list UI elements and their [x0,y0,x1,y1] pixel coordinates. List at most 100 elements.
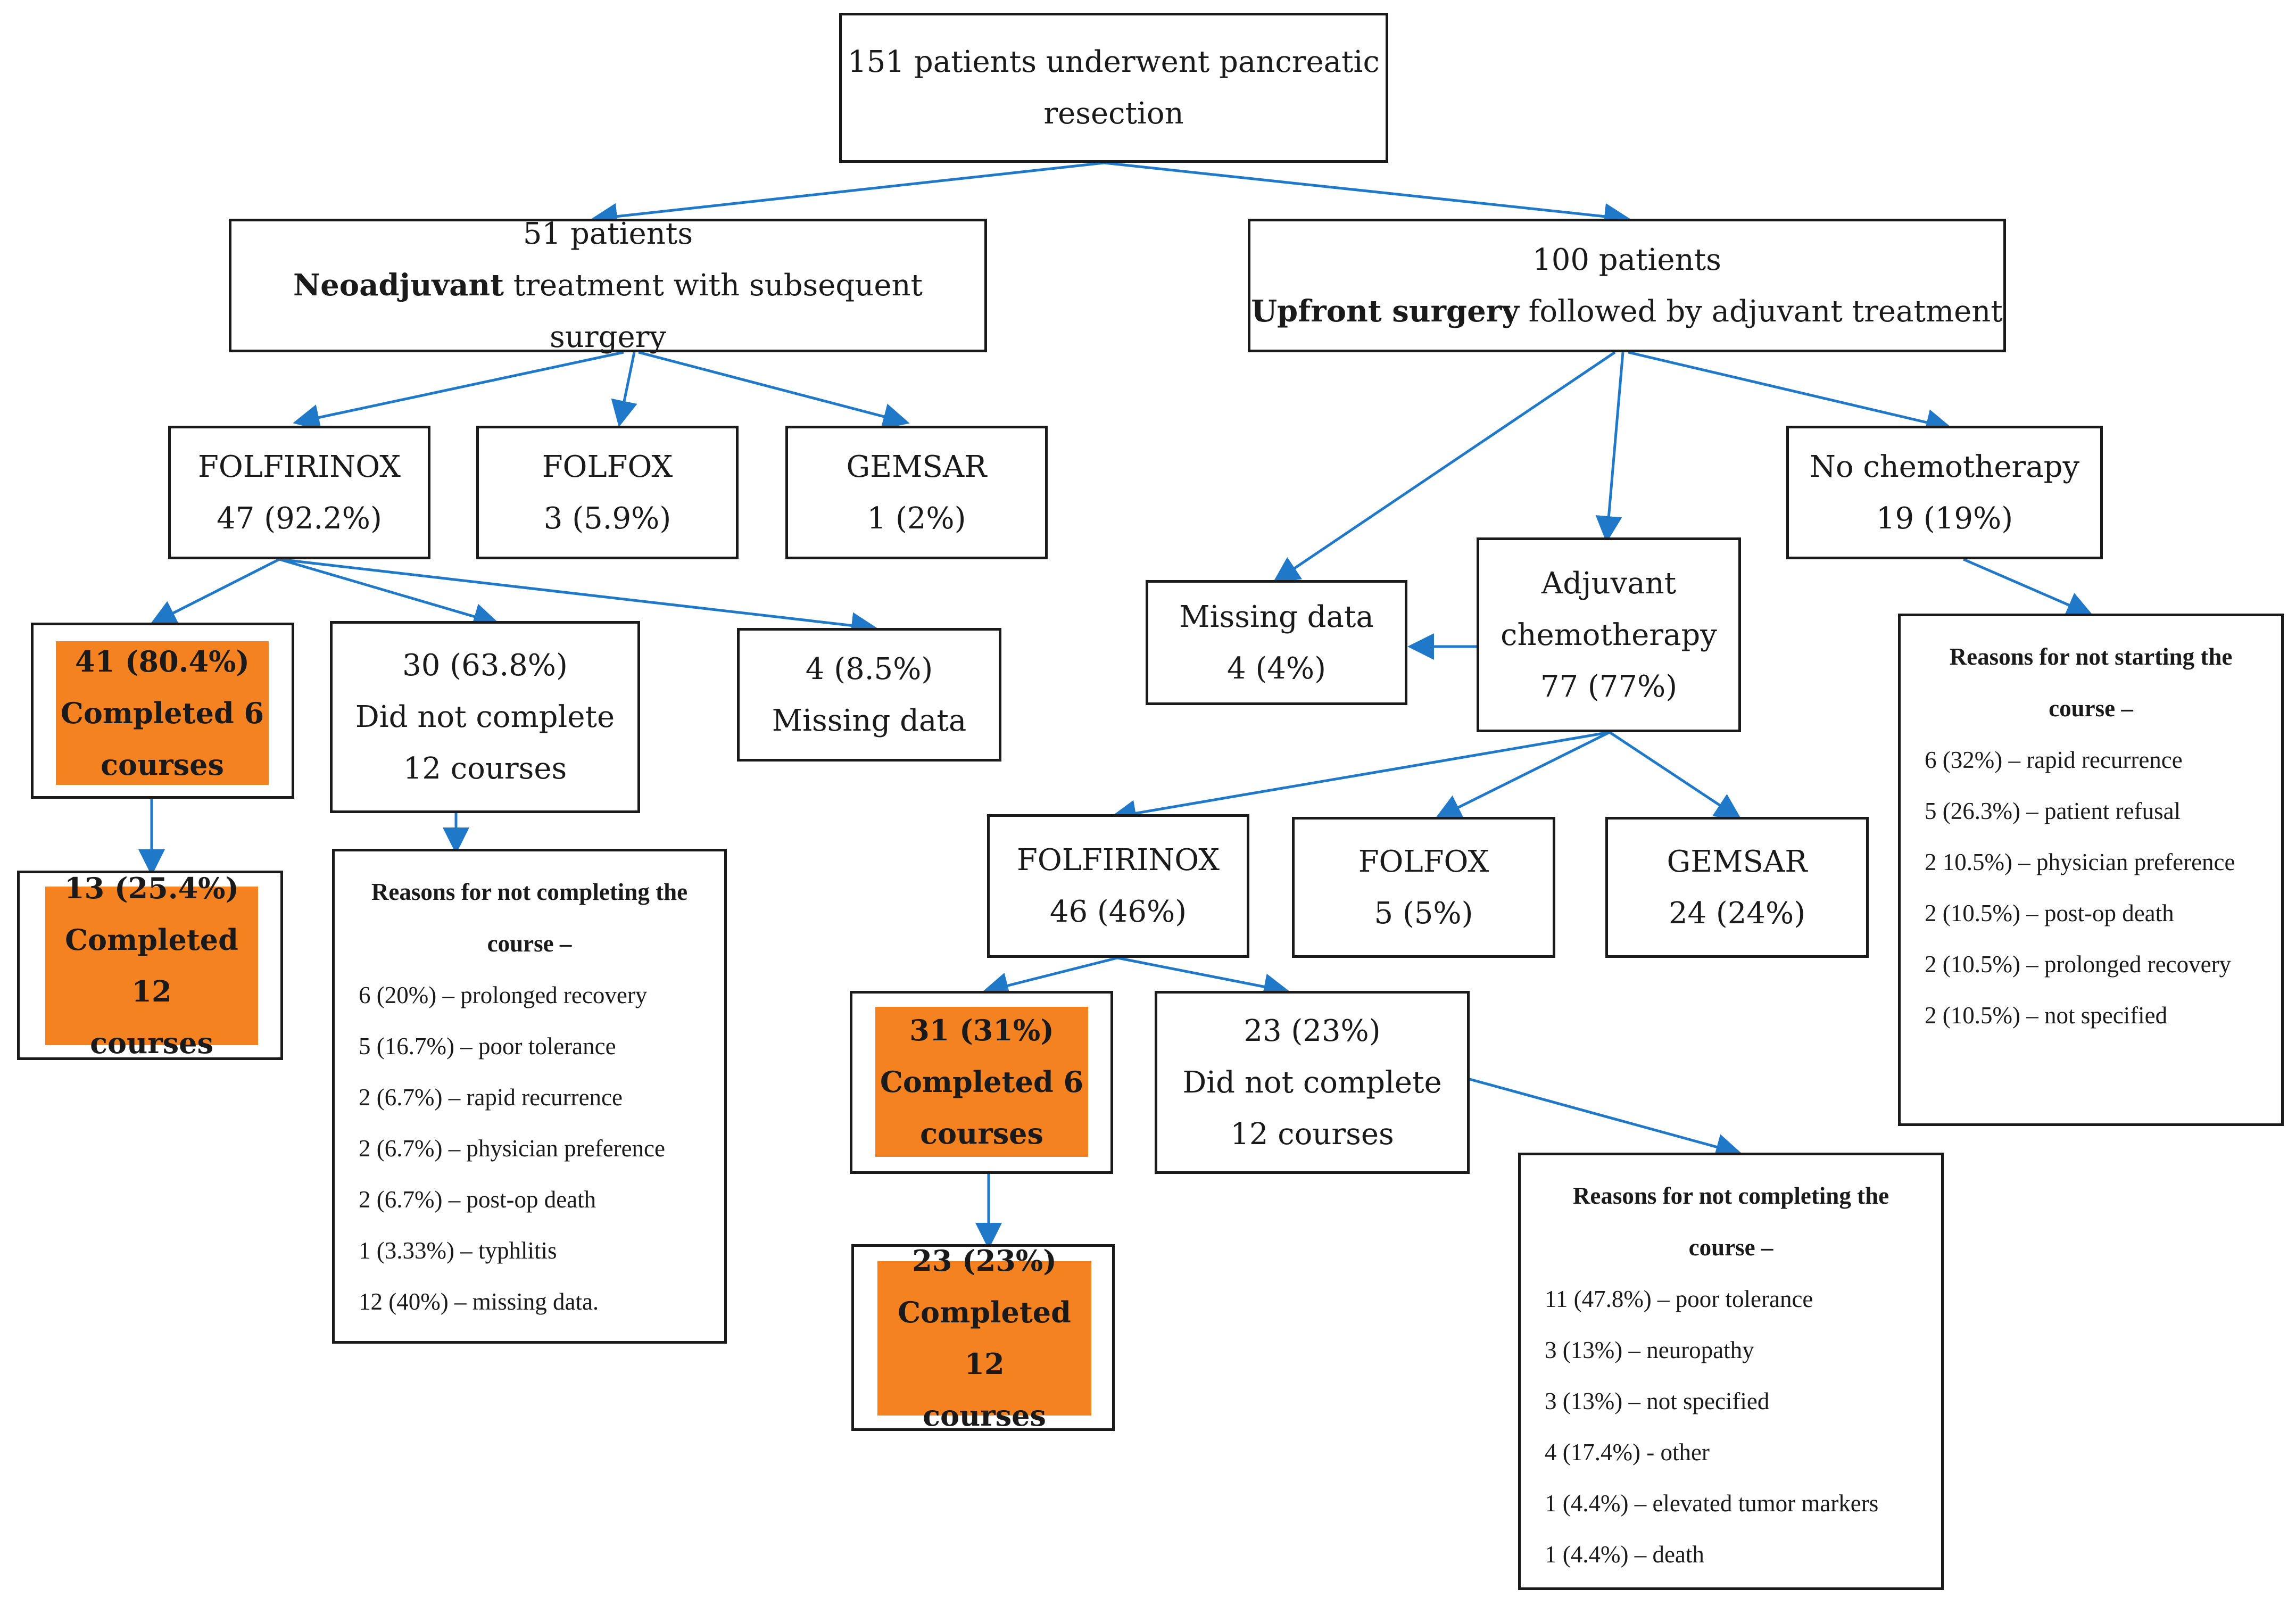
neoadjuvant-description: Neoadjuvant treatment with subsequent su… [231,260,984,363]
nochemo-reason-item: 2 (10.5%) – not specified [1925,1002,2168,1029]
adj-reason-item: 1 (4.4%) – elevated tumor markers [1545,1490,1879,1517]
adj-reasons-title-line2: course – [1688,1234,1773,1261]
adj-completed12-label: Completed 12 [898,1295,1071,1381]
adj-completed6-frame: 31 (31%) Completed 6 courses [850,991,1113,1174]
no-chemo-box: No chemotherapy 19 (19%) [1786,426,2103,559]
neo-completed6-box: 41 (80.4%) Completed 6 courses [56,641,269,785]
nochemo-reason-item: 5 (26.3%) – patient refusal [1925,798,2181,824]
adj-notcomplete-label: Did not complete [1182,1065,1442,1100]
arrow-root-to-upfront [1104,161,1631,230]
adj-folfirinox-value: 46 (46%) [1049,895,1187,929]
upfront-rest: followed by adjuvant treatment [1519,294,2003,329]
neo-gemsar-box: GEMSAR 1 (2%) [785,426,1048,559]
neo-gemsar-value: 1 (2%) [867,501,966,536]
adj-reasons-title-line1: Reasons for not completing the [1572,1182,1889,1209]
arrow-adjuvant-to-folfirinox [1109,731,1610,826]
adj-completed12-box: 23 (23%) Completed 12 courses [877,1244,1091,1433]
arrow-adjuvant-to-gemsar [1609,731,1742,820]
adjuvant-chemo-line2: chemotherapy [1501,617,1717,652]
neo-reason-item: 12 (40%) – missing data. [359,1288,599,1315]
neo-reasons-title-line1: Reasons for not completing the [371,879,688,905]
neo-reason-item: 2 (6.7%) – physician preference [359,1135,665,1162]
adjuvant-chemo-box: Adjuvant chemotherapy 77 (77%) [1477,537,1741,732]
adj-notcomplete-unit: 12 courses [1230,1116,1394,1152]
neoadjuvant-rest: treatment with subsequent surgery [503,268,923,354]
adj-completed6-count: 31 (31%) [909,1013,1054,1047]
nochemo-reason-item: 6 (32%) – rapid recurrence [1925,747,2183,773]
neo-folfox-box: FOLFOX 3 (5.9%) [476,426,739,559]
adj-completed12-count: 23 (23%) [912,1244,1057,1278]
neo-reason-item: 1 (3.33%) – typhlitis [359,1237,557,1264]
nochemo-reasons-title-line1: Reasons for not starting the [1949,643,2233,670]
neo-missing-box: 4 (8.5%) Missing data [737,628,1001,762]
neo-reasons-box: Reasons for not completing the course – … [332,849,727,1344]
no-chemo-label: No chemotherapy [1809,449,2080,484]
neo-completed12-count: 13 (25.4%) [64,871,239,905]
adj-reason-item: 11 (47.8%) – poor tolerance [1545,1286,1813,1312]
nochemo-reasons-box: Reasons for not starting the course – 6 … [1898,614,2284,1126]
neo-missing-count: 4 (8.5%) [805,651,933,686]
adj-missing-label: Missing data [1179,599,1374,634]
adj-gemsar-name: GEMSAR [1667,844,1808,879]
arrow-folfirinox-to-notcomplete [279,558,500,630]
arrow-neo-to-folfox [611,352,637,427]
neoadjuvant-box: 51 patients Neoadjuvant treatment with s… [229,217,987,354]
neo-completed12-box: 13 (25.4%) Completed 12 courses [45,871,258,1060]
neo-reason-item: 2 (6.7%) – post-op death [359,1186,596,1213]
neo-notcomplete-box: 30 (63.8%) Did not complete 12 courses [330,621,640,813]
arrow-upfront-to-adjuvant [1595,352,1624,543]
adj-missing-count: 4 (4%) [1227,651,1326,686]
adj-reasons-box: Reasons for not completing the course – … [1518,1153,1944,1590]
neo-notcomplete-unit: 12 courses [403,751,567,786]
adj-notcomplete-box: 23 (23%) Did not complete 12 courses [1155,991,1470,1174]
adj-folfox-value: 5 (5%) [1374,896,1473,931]
adj-folfox-name: FOLFOX [1358,844,1489,879]
neo-completed12-label: Completed 12 [65,923,238,1008]
arrow-adjnotcomplete-to-reasons [1469,1078,1743,1160]
arrow-neo-to-folfirinox [293,351,624,431]
neoadjuvant-count: 51 patients [523,217,693,251]
adj-reason-item: 3 (13%) – not specified [1545,1388,1770,1414]
neo-completed12-unit: courses [90,1026,213,1060]
nochemo-reason-item: 2 (10.5%) – post-op death [1925,900,2174,926]
adj-completed12-unit: courses [923,1398,1046,1433]
nochemo-reason-item: 2 (10.5%) – prolonged recovery [1925,951,2232,978]
no-chemo-count: 19 (19%) [1876,501,2013,536]
arrow-adjfolfirinox-to-completed6 [982,956,1118,999]
neo-reason-item: 5 (16.7%) – poor tolerance [359,1033,616,1060]
neo-completed12-frame: 13 (25.4%) Completed 12 courses [17,871,283,1060]
neoadjuvant-bold: Neoadjuvant [293,268,504,303]
arrow-upfront-to-nochemo [1628,351,1953,436]
neo-completed6-count: 41 (80.4%) [75,644,250,678]
adj-reason-item: 1 (4.4%) – death [1545,1541,1704,1568]
root-line2: resection [1043,96,1184,131]
neo-reasons-title-line2: course – [487,930,572,957]
upfront-bold: Upfront surgery [1251,293,1519,329]
upfront-box: 100 patients Upfront surgery followed by… [1248,219,2006,352]
neo-notcomplete-label: Did not complete [355,700,615,734]
adj-gemsar-box: GEMSAR 24 (24%) [1605,817,1869,958]
adj-gemsar-value: 24 (24%) [1668,896,1806,931]
upfront-description: Upfront surgery followed by adjuvant tre… [1251,286,2003,337]
neo-missing-label: Missing data [772,703,967,738]
neo-folfox-name: FOLFOX [542,449,673,484]
adjuvant-chemo-line1: Adjuvant [1541,566,1677,601]
root-line1: 151 patients underwent pancreatic [848,45,1380,79]
adj-completed6-box: 31 (31%) Completed 6 courses [875,1007,1088,1157]
upfront-count: 100 patients [1532,242,1721,277]
adj-reason-item: 3 (13%) – neuropathy [1545,1337,1754,1363]
nochemo-reason-item: 2 10.5%) – physician preference [1925,849,2235,875]
neo-reason-item: 6 (20%) – prolonged recovery [359,982,648,1008]
adj-folfirinox-box: FOLFIRINOX 46 (46%) [987,814,1249,958]
neo-completed6-unit: courses [101,747,224,782]
adj-folfirinox-name: FOLFIRINOX [1016,843,1220,878]
arrow-adjfolfirinox-to-notcomplete [1117,956,1290,1000]
arrow-neo-to-gemsar [638,351,910,430]
neo-completed6-label: Completed 6 [60,696,264,730]
nochemo-reasons-title-line2: course – [2049,695,2133,722]
neo-gemsar-name: GEMSAR [846,449,987,484]
arrow-adjuvant-to-folfox [1435,731,1611,820]
adj-notcomplete-count: 23 (23%) [1244,1013,1381,1048]
